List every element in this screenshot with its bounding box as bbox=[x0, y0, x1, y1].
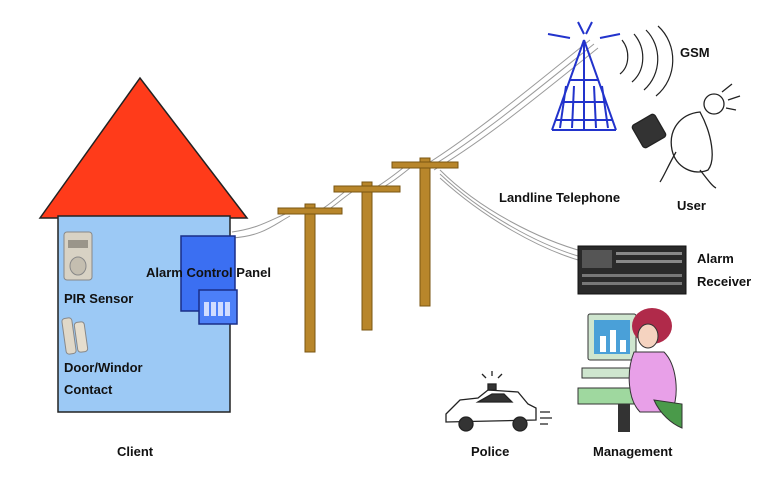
alarm-receiver-label-line2: Receiver bbox=[697, 274, 752, 289]
police-label: Police bbox=[471, 444, 510, 459]
gsm-label: GSM bbox=[680, 45, 710, 60]
client-label: Client bbox=[117, 444, 154, 459]
alarm-receiver-label-line1: Alarm bbox=[697, 251, 734, 266]
house-roof bbox=[38, 76, 249, 219]
alarm-receiver-icon bbox=[577, 245, 687, 295]
tower-icon bbox=[547, 21, 621, 131]
landline-telephone-label: Landline Telephone bbox=[499, 190, 621, 205]
signal-waves bbox=[619, 25, 674, 97]
police-car-icon bbox=[445, 371, 552, 432]
alarm-control-panel-label: Alarm Control Panel bbox=[146, 265, 271, 280]
telephone-poles bbox=[277, 157, 459, 353]
management-label: Management bbox=[593, 444, 673, 459]
control-panel-icon bbox=[180, 235, 238, 325]
pir-sensor-label: PIR Sensor bbox=[64, 291, 134, 306]
door-contact-icon bbox=[61, 317, 89, 355]
pir-sensor-icon bbox=[63, 231, 93, 281]
house bbox=[38, 76, 249, 413]
door-contact-label-line2: Contact bbox=[64, 382, 113, 397]
user-label: User bbox=[677, 198, 706, 213]
door-contact-label-line1: Door/Windor bbox=[64, 360, 143, 375]
running-user-icon bbox=[631, 83, 741, 189]
telephone-wires bbox=[231, 39, 599, 263]
operator-icon bbox=[577, 308, 683, 432]
